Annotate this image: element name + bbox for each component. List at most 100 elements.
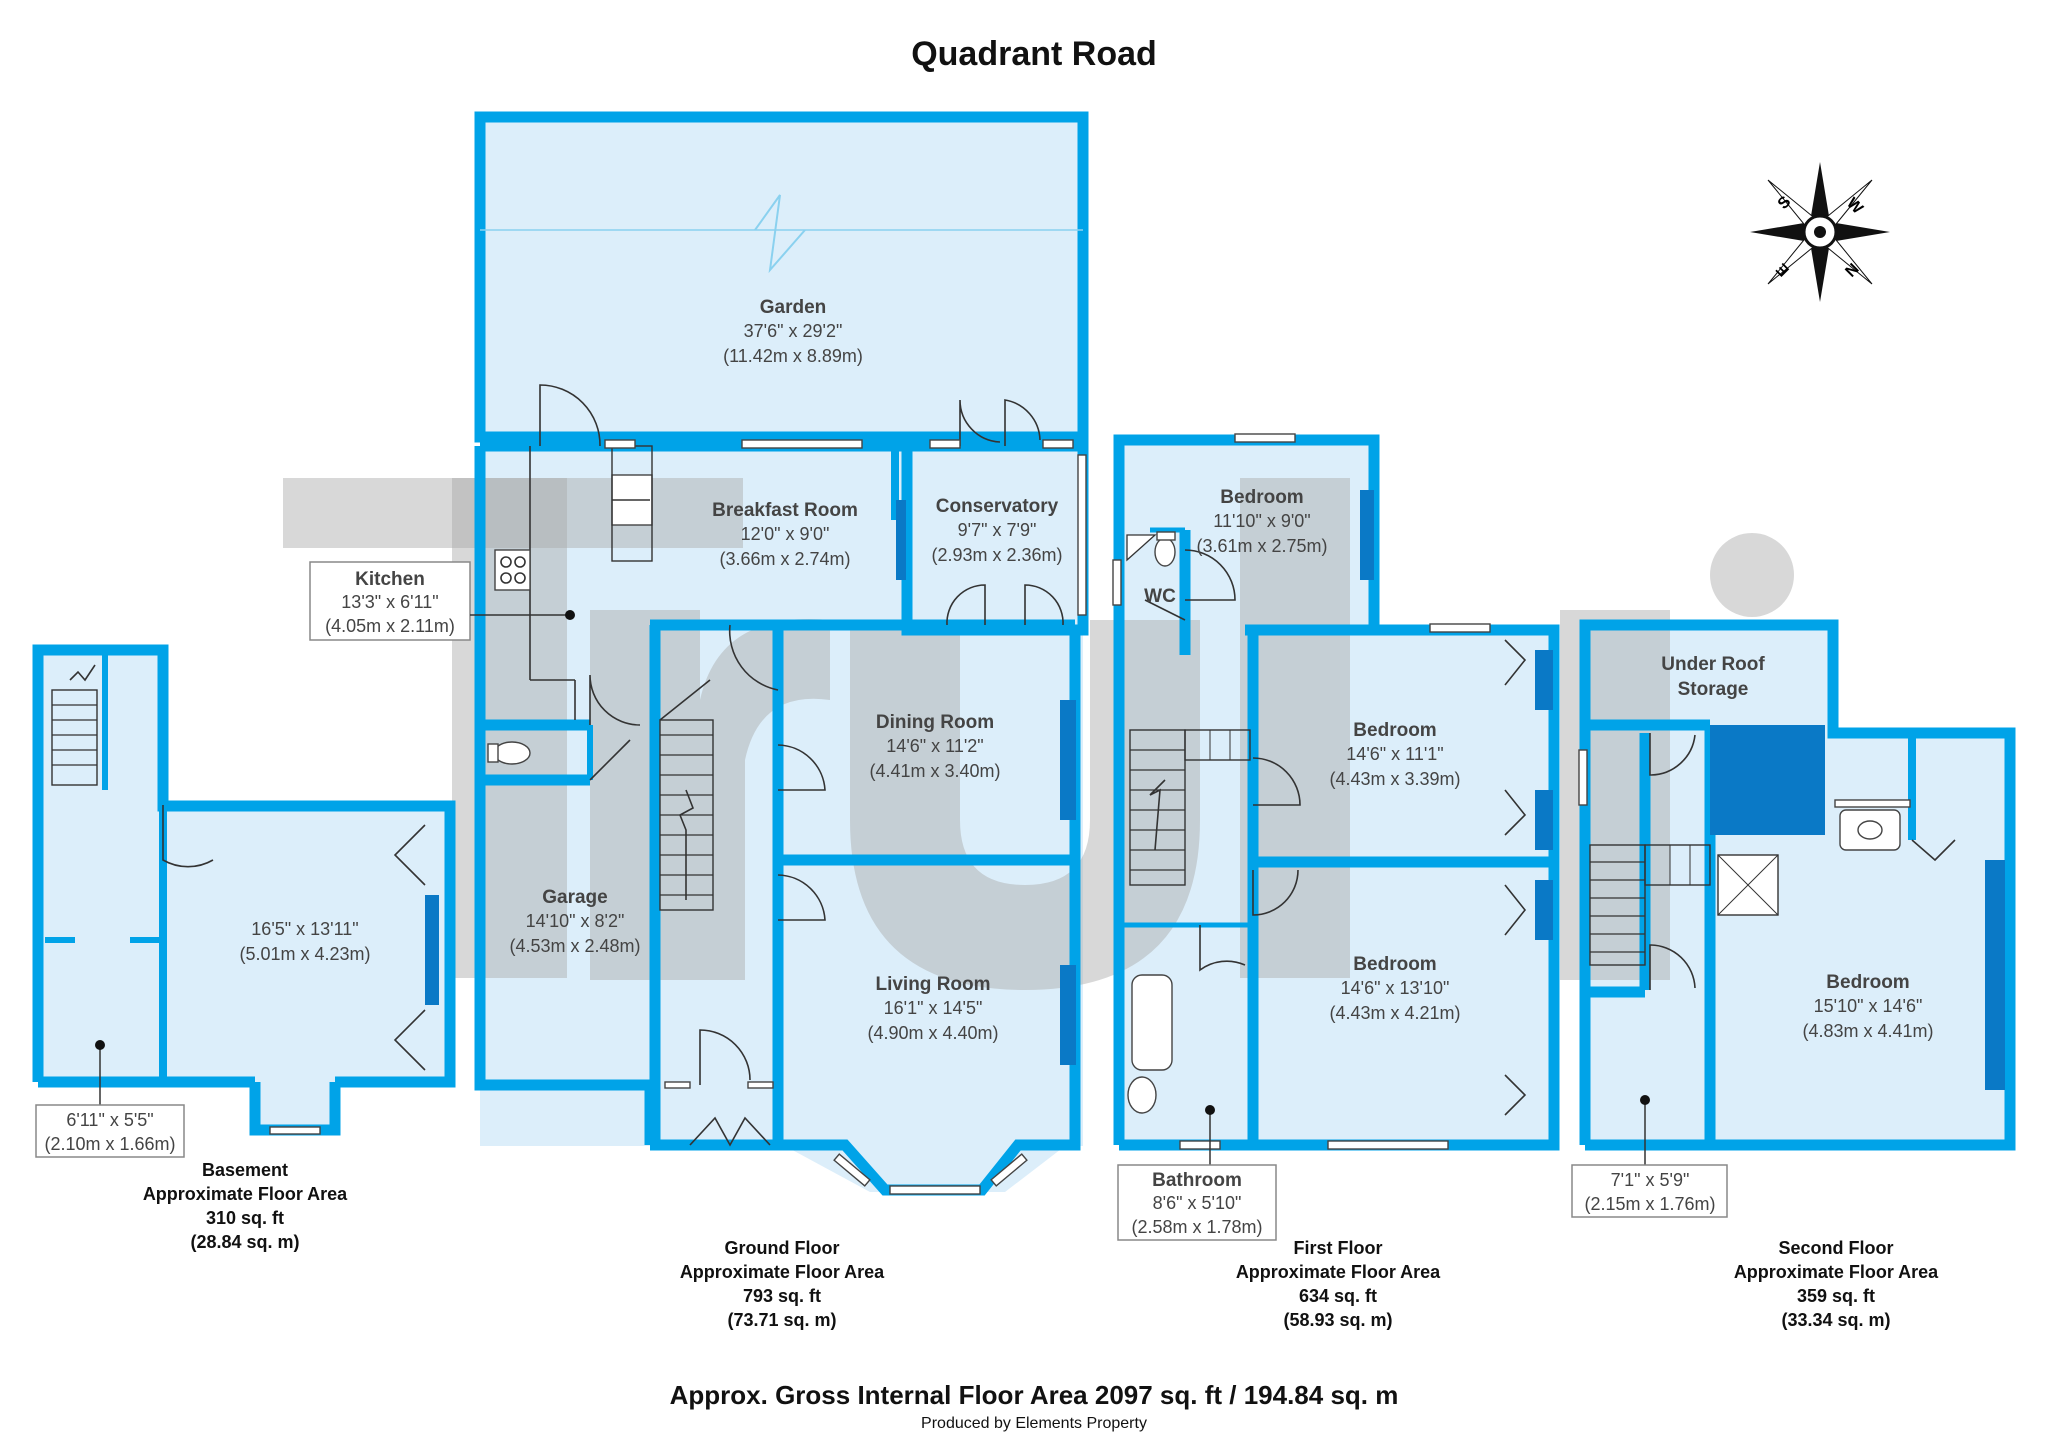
- basement-small-imperial: 6'11" x 5'5": [66, 1110, 153, 1130]
- basement-fill-right: [160, 806, 450, 1082]
- dining-imperial: 14'6" x 11'2": [886, 736, 983, 756]
- compass-letter-s: S: [1775, 193, 1795, 213]
- sf-bedroom-imperial: 15'10" x 14'6": [1814, 996, 1923, 1016]
- storage-name-line1: Under Roof: [1661, 654, 1765, 675]
- ff-bedroom2-name: Bedroom: [1353, 720, 1436, 741]
- first-floor-fixtures: [1126, 531, 1527, 1116]
- bathroom-name: Bathroom: [1152, 1170, 1242, 1191]
- first-floor-fill: [1119, 625, 1554, 1145]
- basement-caption: Basement Approximate Floor Area 310 sq. …: [143, 1160, 348, 1252]
- garage-metric: (4.53m x 2.48m): [509, 936, 640, 956]
- second-floor-fixtures: [1589, 733, 1956, 990]
- breakfast-name: Breakfast Room: [712, 500, 858, 521]
- ff-bedroom3-name: Bedroom: [1353, 954, 1436, 975]
- ground-floor-fixtures: [487, 384, 1064, 1147]
- basement-room-imperial: 16'5" x 13'11": [251, 919, 358, 939]
- ground-floor-label: Approximate Floor Area: [680, 1262, 885, 1282]
- second-floor-label: Approximate Floor Area: [1734, 1262, 1939, 1282]
- kitchen-label-box: [309, 561, 471, 641]
- garden-metric: (11.42m x 8.89m): [723, 346, 863, 366]
- compass-letter-n: N: [1841, 259, 1861, 279]
- ff-bedroom2-imperial: 14'6" x 11'1": [1346, 744, 1443, 764]
- basement-fixtures: [51, 664, 426, 1135]
- living-imperial: 16'1" x 14'5": [884, 998, 983, 1018]
- basement-fill-left: [38, 650, 163, 1082]
- ground-floor-sqm: (73.71 sq. m): [727, 1310, 836, 1330]
- garden-area: [480, 117, 1083, 437]
- ground-floor-walls: [474, 440, 1089, 1196]
- kitchen-metric: (4.05m x 2.11m): [325, 616, 455, 636]
- page-title: Quadrant Road: [911, 35, 1157, 73]
- garden-name: Garden: [760, 297, 827, 318]
- ff-bedroom1-metric: (3.61m x 2.75m): [1196, 536, 1327, 556]
- compass-letter-w: W: [1843, 195, 1866, 218]
- sf-small-label-box: [1571, 1164, 1728, 1218]
- total-area: Approx. Gross Internal Floor Area 2097 s…: [670, 1380, 1399, 1410]
- sf-small-marker: [1640, 1095, 1650, 1105]
- dining-metric: (4.41m x 3.40m): [869, 761, 1000, 781]
- first-floor-sqft: 634 sq. ft: [1299, 1286, 1377, 1306]
- breakfast-chimney: [896, 500, 906, 580]
- garden-imperial: 37'6" x 29'2": [744, 321, 843, 341]
- basement-floor-sqft: 310 sq. ft: [206, 1208, 284, 1228]
- kitchen-marker: [565, 610, 575, 620]
- garage-name: Garage: [542, 887, 607, 908]
- watermark-logo: [283, 478, 1794, 990]
- basement-small-marker: [95, 1040, 105, 1050]
- ff-bedroom3-metric: (4.43m x 4.21m): [1329, 1003, 1460, 1023]
- kitchen-name: Kitchen: [355, 569, 425, 590]
- garden-boundary: [474, 111, 1089, 443]
- fireplace-living: [1060, 965, 1076, 1065]
- sf-small-metric: (2.15m x 1.76m): [1584, 1194, 1715, 1214]
- living-name: Living Room: [875, 974, 990, 995]
- basement-small-metric: (2.10m x 1.66m): [44, 1134, 175, 1154]
- second-floor-name: Second Floor: [1778, 1238, 1893, 1258]
- kitchen-imperial: 13'3" x 6'11": [341, 592, 438, 612]
- breakfast-imperial: 12'0" x 9'0": [741, 524, 830, 544]
- bathroom-metric: (2.58m x 1.78m): [1131, 1217, 1262, 1237]
- basement-small-label-box: [35, 1104, 185, 1158]
- conservatory-metric: (2.93m x 2.36m): [931, 545, 1062, 565]
- second-floor-windows: [1578, 749, 1911, 808]
- conservatory-imperial: 9'7" x 7'9": [958, 520, 1037, 540]
- sf-bedroom-name: Bedroom: [1826, 972, 1909, 993]
- second-floor-sqft: 359 sq. ft: [1797, 1286, 1875, 1306]
- compass-icon: S W E N: [1750, 162, 1890, 302]
- ff-bedroom1-name: Bedroom: [1220, 487, 1303, 508]
- dining-name: Dining Room: [876, 712, 994, 733]
- ff-bedroom3-imperial: 14'6" x 13'10": [1341, 978, 1450, 998]
- basement-room-metric: (5.01m x 4.23m): [239, 944, 370, 964]
- second-floor-walls: [1579, 619, 2016, 1151]
- ground-caption: Ground Floor Approximate Floor Area 793 …: [680, 1238, 885, 1330]
- bathroom-label-box: [1117, 1164, 1277, 1241]
- storage-name-line2: Storage: [1678, 679, 1749, 700]
- living-metric: (4.90m x 4.40m): [867, 1023, 998, 1043]
- basement-floor-sqm: (28.84 sq. m): [190, 1232, 299, 1252]
- ff-bedroom2-metric: (4.43m x 3.39m): [1329, 769, 1460, 789]
- wc-name: WC: [1144, 586, 1176, 607]
- ground-floor-sqft: 793 sq. ft: [743, 1286, 821, 1306]
- second-caption: Second Floor Approximate Floor Area 359 …: [1734, 1238, 1939, 1330]
- first-caption: First Floor Approximate Floor Area 634 s…: [1236, 1238, 1441, 1330]
- bathroom-marker: [1205, 1105, 1215, 1115]
- ff-bedroom1-imperial: 11'10" x 9'0": [1213, 511, 1310, 531]
- first-floor-sqm: (58.93 sq. m): [1283, 1310, 1392, 1330]
- breakfast-metric: (3.66m x 2.74m): [719, 549, 850, 569]
- first-floor-windows: [1112, 433, 1491, 1150]
- sf-small-imperial: 7'1" x 5'9": [1611, 1170, 1690, 1190]
- conservatory-name: Conservatory: [936, 496, 1059, 517]
- fireplace-dining: [1060, 700, 1076, 820]
- garage-imperial: 14'10" x 8'2": [526, 911, 625, 931]
- first-floor-name: First Floor: [1294, 1238, 1383, 1258]
- bathroom-imperial: 8'6" x 5'10": [1153, 1193, 1242, 1213]
- first-floor-label: Approximate Floor Area: [1236, 1262, 1441, 1282]
- basement-floor-label: Approximate Floor Area: [143, 1184, 348, 1204]
- sf-bedroom-metric: (4.83m x 4.41m): [1802, 1021, 1933, 1041]
- basement-floor-name: Basement: [202, 1160, 288, 1180]
- second-floor-sqm: (33.34 sq. m): [1781, 1310, 1890, 1330]
- basement-bay-fill: [255, 1082, 335, 1130]
- ground-floor-name: Ground Floor: [725, 1238, 840, 1258]
- ground-floor-windows: [604, 439, 1087, 1195]
